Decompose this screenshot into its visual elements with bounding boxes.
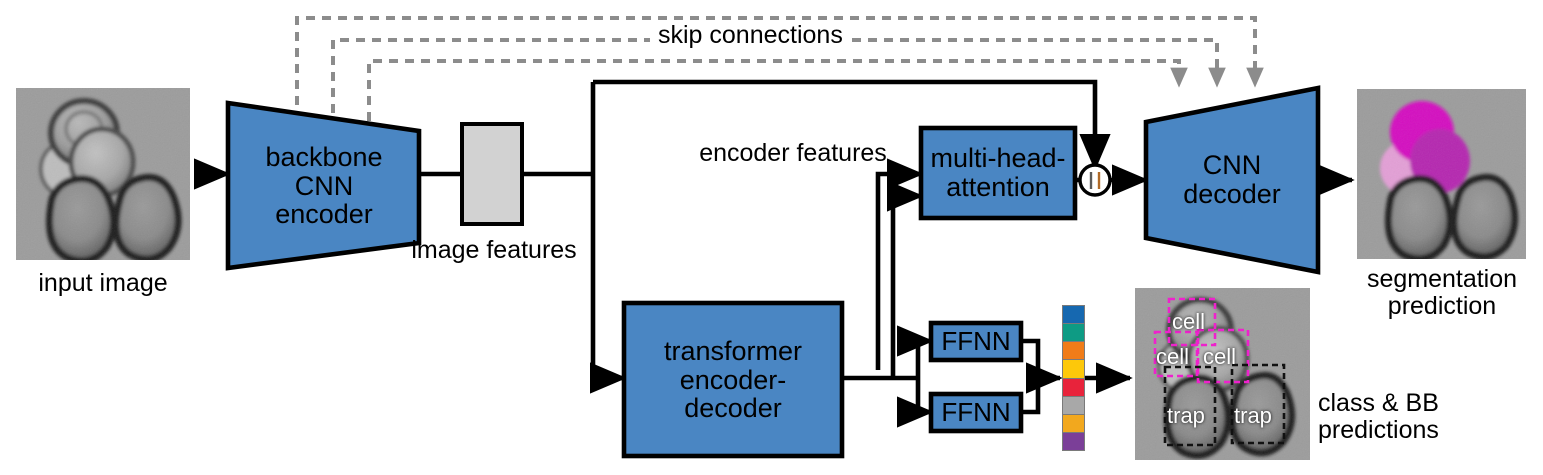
class-swatch-class-2[interactable] (1063, 324, 1084, 343)
bbox-label-cell-2: cell (1156, 344, 1190, 369)
line-ffnn-top-out (1021, 338, 1041, 378)
decoder-line1: CNN (1202, 150, 1262, 181)
bbox-trap-1 (1163, 365, 1217, 447)
transformer-line2: encoder- (679, 364, 787, 395)
class-color-bar[interactable] (1062, 305, 1085, 451)
line-transformer-to-attention (886, 180, 924, 378)
image-features-label: image features (411, 236, 577, 264)
backbone-line3: encoder (275, 199, 373, 230)
bbox-cell-1 (1167, 297, 1217, 347)
segmentation-prediction-label: segmentation prediction (1352, 266, 1532, 320)
arrow-to-ffnn-bottom (896, 378, 934, 428)
line-ffnn-bottom-out (1021, 378, 1041, 415)
bbox-cell-group (1153, 297, 1250, 384)
backbone-line2: CNN (294, 170, 354, 201)
skip-connection-3 (367, 59, 1188, 121)
class-bb-line1: class & BB (1318, 389, 1439, 417)
ffnn-bottom-block[interactable] (928, 391, 1024, 434)
multi-head-attention-text: multi-head- attention (921, 140, 1075, 206)
class-bb-line2: predictions (1318, 416, 1439, 444)
class-swatch-class-8[interactable] (1063, 432, 1084, 450)
bbox-label-trap-1: trap (1167, 403, 1205, 428)
skip-connection-2 (331, 38, 1226, 113)
transformer-line1: transformer (663, 335, 803, 366)
concat-node[interactable] (1078, 163, 1112, 197)
class-swatch-class-4[interactable] (1063, 360, 1084, 379)
bbox-label-trap-2: trap (1234, 403, 1272, 428)
image-features-block[interactable] (460, 122, 524, 226)
backbone-cnn-encoder-text: backbone CNN encoder (232, 128, 416, 244)
bbox-trap-2 (1230, 363, 1286, 445)
segmentation-prediction-image (1357, 89, 1526, 259)
attention-line1: multi-head- (930, 143, 1066, 174)
bbox-trap-group (1163, 363, 1286, 447)
class-swatch-class-3[interactable] (1063, 342, 1084, 361)
class-bb-predictions-label: class & BB predictions (1318, 390, 1538, 444)
cnn-decoder-block[interactable] (1143, 85, 1321, 275)
transformer-line3: decoder (684, 393, 782, 424)
input-image-micrograph (16, 88, 190, 260)
backbone-line1: backbone (265, 141, 383, 172)
class-swatch-class-6[interactable] (1063, 396, 1084, 415)
transformer-text: transformer encoder- decoder (624, 328, 842, 432)
encoder-features-label: encoder features (699, 139, 887, 167)
class-swatch-class-1[interactable] (1063, 306, 1084, 325)
bbox-label-cell-1: cell (1172, 309, 1206, 334)
segmentation-prediction-line1: segmentation (1366, 265, 1518, 293)
class-bb-prediction-image (1135, 288, 1310, 460)
multi-head-attention-block[interactable] (918, 125, 1078, 221)
skip-connection-1 (295, 16, 1264, 105)
ffnn-bottom-text: FFNN (941, 396, 1011, 427)
segmentation-prediction-line2: prediction (1387, 292, 1497, 320)
bbox-label-cell-3: cell (1203, 344, 1237, 369)
input-image-label: input image (38, 269, 168, 297)
cnn-decoder-text: CNN decoder (1152, 146, 1312, 214)
line-encoder-features-to-attention (875, 158, 924, 370)
bbox-cell-3 (1196, 328, 1250, 384)
attention-line2: attention (946, 172, 1050, 202)
skip-connections-label: skip connections (650, 22, 851, 49)
transformer-encoder-decoder-block[interactable] (621, 300, 845, 459)
decoder-line2: decoder (1183, 179, 1281, 209)
arrow-to-ffnn-top (896, 325, 934, 378)
ffnn-top-text: FFNN (941, 325, 1011, 356)
class-swatch-class-7[interactable] (1063, 414, 1084, 433)
backbone-cnn-encoder-block[interactable] (225, 100, 422, 271)
line-junction-to-concat (593, 79, 1111, 171)
ffnn-top-block[interactable] (928, 320, 1024, 363)
class-swatch-class-5[interactable] (1063, 378, 1084, 397)
